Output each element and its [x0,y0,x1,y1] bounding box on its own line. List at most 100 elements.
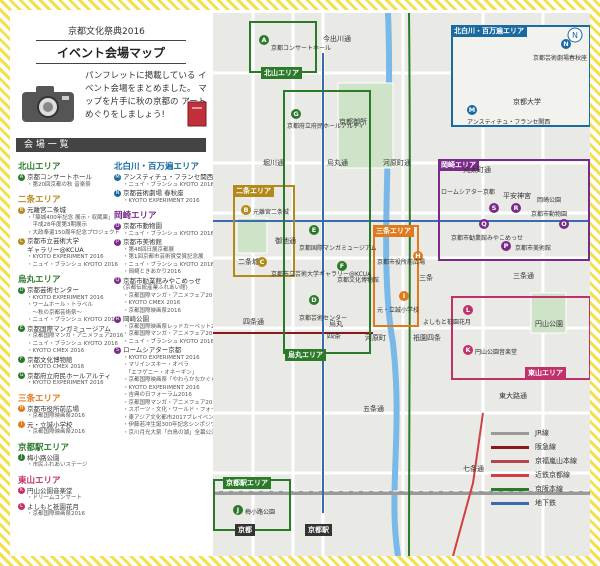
marker-B[interactable]: B [241,205,251,215]
venue-event: ・京都国際マンガ・アニメフェア2016 [123,331,220,337]
svg-text:N: N [572,31,578,40]
area-label-higashiyama: 東山エリア [525,367,566,379]
street-karasuma: 烏丸通 [327,159,348,167]
marker-C[interactable]: C [257,257,267,267]
venue-label-N: 京都芸術劇場春秋座 [533,55,588,62]
marker-J[interactable]: J [233,505,243,515]
marker-P[interactable]: P [501,241,511,251]
venue-event: 平成28年度第3期展示 [27,222,88,228]
venue-event: ・ニュイ・ブランシュ KYOTO 2016 [27,317,118,323]
marker-O[interactable]: O [559,219,569,229]
station-kyoto: 京都駅 [305,524,332,536]
venue-label-I: 元・立誠小学校 [377,307,420,314]
venue-event: ・伊藤若冲生誕300年記念シンポジウム [123,422,222,428]
venue-event: ・京都国際映画祭2016 [27,413,85,419]
venue-event: ・ニュイ・ブランシュ KYOTO 2016 [123,230,214,237]
marker-L[interactable]: L [463,305,473,315]
legend-line-swatch [491,473,529,477]
street-higashioji: 東大路通 [499,392,527,400]
venue-badge: S [114,346,121,354]
area-label-kitashirakawa: 北白川・百万遍エリア [451,25,527,37]
venue-label-J: 梅小路公園 [245,509,276,516]
station-kawaramachi: 河原町 [365,334,386,342]
marker-E[interactable]: E [309,225,319,235]
area-box-okazaki [438,159,590,261]
venue-event: ・ドリームコンサート [27,495,82,501]
page-title: イベント会場マップ [56,46,165,60]
venue-event: ・京都国際映画祭レッドカーペット2016 [123,323,225,330]
venue-label-H: 京都市役所前広場 [377,259,426,266]
legend-line-swatch [491,431,529,435]
venue-event: ・東アジア文化都市2017プレイベント [123,414,220,421]
marker-G[interactable]: G [291,109,301,119]
venue-name: 京都芸術劇場 春秋座 [123,189,184,197]
venue-name: 円山公園音楽堂 [27,486,73,495]
venue-label-P: 京都市美術館 [515,245,552,252]
venue-badge: R [114,315,121,323]
marker-F[interactable]: F [337,261,347,271]
area-label-okazaki: 岡崎エリア [438,159,479,171]
legend-line-swatch [491,459,529,463]
venue-name: 京都市役所前広場 [27,404,79,413]
venue-label-A: 京都コンサートホール [271,45,332,52]
venue-name: ギャラリー@KCUA [27,245,84,254]
landmark-kyodai: 京都大学 [513,98,541,106]
venue-name: よしもと祇園花月 [27,502,79,511]
venue-event: ・京都国際映画祭2016 [123,307,181,314]
marker-S[interactable]: S [489,203,499,213]
list-area-heading: 三条エリア [18,393,61,404]
venue-label-B: 元離宮二条城 [253,209,290,216]
venue-name: 京都市勧業館みやこめっせ [123,276,201,285]
street-shichijo: 七条通 [463,465,484,473]
venue-badge: H [18,405,25,413]
marker-M[interactable]: M [467,105,477,115]
marker-H[interactable]: H [413,251,423,261]
camera-icon [22,86,74,122]
legend-row: 近鉄京都線 [491,468,587,482]
landmark-maruyama: 円山公園 [535,320,563,328]
marker-I[interactable]: I [399,291,409,301]
title-box: イベント会場マップ [36,40,186,64]
marker-K[interactable]: K [463,345,473,355]
venue-label-D: 京都芸術センター [299,315,348,322]
marker-D[interactable]: D [309,295,319,305]
venue-event: ・大政奉還150周年記念プロジェクト [27,229,120,236]
marker-A[interactable]: A [259,35,269,45]
legend-label: 京阪本線 [535,485,563,493]
list-venue-item[interactable]: ギャラリー@KCUA [18,246,118,255]
marker-N[interactable]: N [561,39,571,49]
marker-R[interactable]: R [511,203,521,213]
venue-event: ・京都国際マンガ・アニメフェア2016 [123,292,220,299]
venue-event: ・ワームホール・トラベル [27,302,93,308]
street-marutamachi: 丸太町通 [463,166,491,174]
venue-event: ・KYOTO CMEX 2016 [27,364,85,370]
area-label-sanjo: 三条エリア [373,225,414,237]
street-kawaramachi: 河原町通 [383,159,411,167]
venue-badge: P [114,238,121,246]
street-imadegawa: 今出川通 [323,35,351,43]
marker-Q[interactable]: Q [479,219,489,229]
venue-event: ・ニュイ・ブランシュ KYOTO 2016 [27,340,118,347]
station-shijo: 四条 [327,332,341,340]
